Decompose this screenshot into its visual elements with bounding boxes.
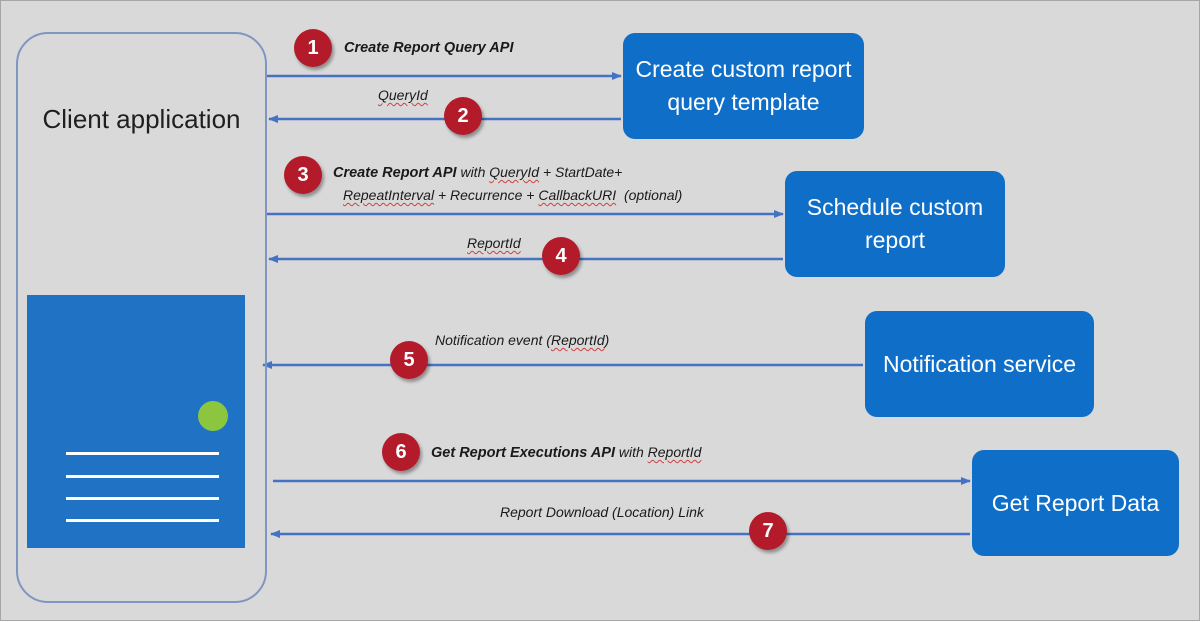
- text-line: [66, 519, 219, 522]
- step-3-label-line-1: Create Report API with QueryId + StartDa…: [333, 164, 622, 181]
- step-5-suffix: ): [604, 332, 610, 348]
- step-4-label: ReportId: [467, 235, 521, 251]
- text-line: [66, 475, 219, 478]
- step-3-api: Create Report API: [333, 165, 457, 181]
- step-5-param: ReportId: [550, 332, 605, 348]
- step-1-api: Create Report Query API: [344, 40, 514, 56]
- step-3-with: with: [460, 164, 486, 180]
- client-application-frame: Client application: [16, 32, 267, 603]
- step-badge-6: 6: [382, 433, 420, 471]
- step-badge-1: 1: [294, 29, 332, 67]
- status-dot: [198, 401, 228, 431]
- step-badge-7: 7: [749, 512, 787, 550]
- step-badge-4: 4: [542, 237, 580, 275]
- schedule-report-box: Schedule custom report: [785, 171, 1005, 277]
- text-line: [66, 497, 219, 500]
- step-badge-5: 5: [390, 341, 428, 379]
- step-1-label: Create Report Query API: [344, 39, 513, 56]
- client-device-screen: [27, 295, 245, 548]
- create-query-template-box: Create custom report query template: [623, 33, 864, 139]
- client-application-title: Client application: [42, 104, 241, 134]
- step-4-param: ReportId: [467, 235, 521, 251]
- text-line: [66, 452, 219, 455]
- get-report-data-box: Get Report Data: [972, 450, 1179, 556]
- step-2-param: QueryId: [378, 87, 428, 103]
- step-5-label: Notification event (ReportId): [435, 332, 609, 348]
- step-3-repeat-interval: RepeatInterval: [343, 187, 435, 203]
- step-3-label-line-2: RepeatInterval + Recurrence + CallbackUR…: [343, 187, 682, 203]
- step-6-api: Get Report Executions API: [431, 445, 615, 461]
- step-3-query-id: QueryId: [489, 164, 540, 180]
- step-2-label: QueryId: [378, 87, 428, 103]
- notification-service-box: Notification service: [865, 311, 1094, 417]
- step-badge-3: 3: [284, 156, 322, 194]
- step-3-optional: (optional): [623, 187, 683, 203]
- step-6-param: ReportId: [647, 444, 702, 460]
- step-3-recurrence: + Recurrence +: [437, 187, 535, 203]
- step-6-label: Get Report Executions API with ReportId: [431, 444, 701, 461]
- step-7-label: Report Download (Location) Link: [500, 504, 704, 520]
- step-badge-2: 2: [444, 97, 482, 135]
- step-3-start-date: + StartDate+: [542, 164, 623, 180]
- step-6-with: with: [618, 444, 644, 460]
- step-5-prefix: Notification event (: [435, 332, 551, 348]
- step-3-callback-uri: CallbackURI: [538, 187, 617, 203]
